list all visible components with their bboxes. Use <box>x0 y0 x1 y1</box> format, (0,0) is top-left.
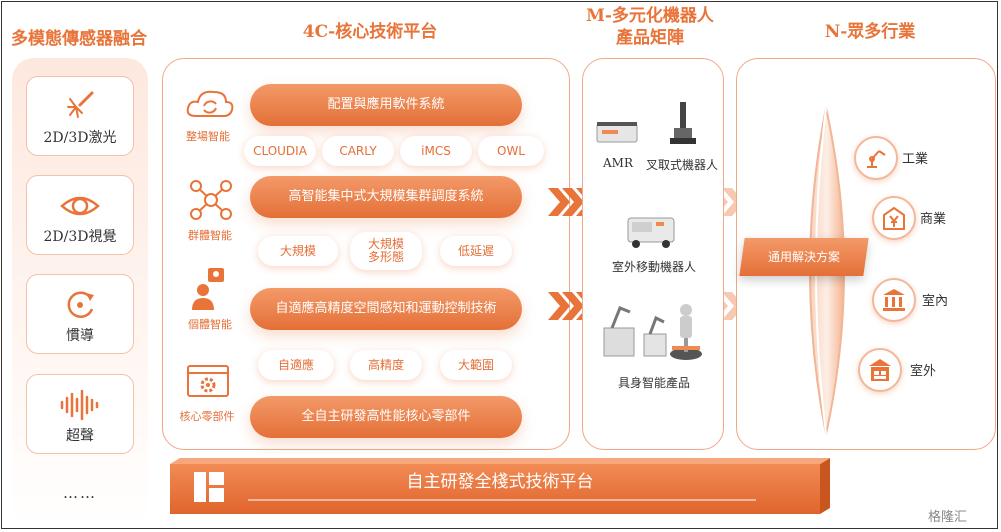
solution-label: 通用解決方案 <box>767 250 840 264</box>
sensor-label: 慣導 <box>66 328 94 344</box>
industry-label: 商業 <box>920 212 947 227</box>
rotation-icon <box>27 285 133 325</box>
product-label-amr: AMR <box>603 156 633 170</box>
side-label: 整場智能 <box>186 130 230 143</box>
laser-icon <box>27 87 133 127</box>
eye-icon <box>27 186 133 226</box>
chip-imcs: iMCS <box>400 136 472 166</box>
side-label: 群體智能 <box>188 229 232 242</box>
pill-label: 高智能集中式大規模集群調度系統 <box>288 189 484 204</box>
sensor-label: 超聲 <box>66 428 94 444</box>
sensors-more: …… <box>63 484 97 502</box>
pill-software-system: 配置與應用軟件系統 <box>250 84 522 126</box>
product-label-outdoor: 室外移動機器人 <box>611 260 696 274</box>
header-industries: N-眾多行業 <box>824 22 916 42</box>
sensor-label: 2D/3D視覺 <box>43 229 117 245</box>
amr-robot-image <box>596 118 638 150</box>
person-idea-icon <box>190 266 230 316</box>
warehouse-icon <box>858 348 902 392</box>
pill-scheduling-system: 高智能集中式大規模集群調度系統 <box>250 176 522 218</box>
sound-wave-icon <box>27 385 133 425</box>
header-matrix-line2: 產品矩陣 <box>616 28 684 48</box>
stack-icon <box>192 470 226 508</box>
sensor-card-laser: 2D/3D激光 <box>26 76 134 156</box>
footer-bar: 自主研發全棧式技術平台 <box>170 458 830 514</box>
product-label-forklift: 叉取式機器人 <box>645 158 718 172</box>
cloud-sync-icon <box>184 86 236 128</box>
outdoor-robot-image <box>626 214 676 254</box>
pill-perception-control: 自適應高精度空間感知和運動控制技術 <box>250 288 522 330</box>
side-label: 個體智能 <box>188 318 232 331</box>
chip-cloudia: CLOUDIA <box>244 136 316 166</box>
sensor-card-vision: 2D/3D視覺 <box>26 175 134 255</box>
sensor-label: 2D/3D激光 <box>43 130 117 146</box>
header-sensors: 多模態傳感器融合 <box>11 29 147 49</box>
side-label: 核心零部件 <box>179 410 235 423</box>
sensor-card-ultrasound: 超聲 <box>26 374 134 454</box>
chip-high-precision: 高精度 <box>350 350 422 380</box>
chip-multi-form: 大規模 多形態 <box>350 232 422 270</box>
industry-label: 室內 <box>922 294 949 309</box>
building-icon <box>872 278 916 322</box>
chip-carly: CARLY <box>322 136 394 166</box>
sensor-card-imu: 慣導 <box>26 274 134 354</box>
product-label-embodied: 具身智能產品 <box>617 376 690 390</box>
chip-low-latency: 低延遲 <box>440 236 512 266</box>
header-matrix-line1: M-多元化機器人 <box>586 6 714 26</box>
chip-large-scale: 大規模 <box>258 236 338 266</box>
network-icon <box>188 178 234 226</box>
product-panel <box>582 58 724 450</box>
industry-label: 室外 <box>910 364 937 379</box>
chip-owl: OWL <box>478 136 544 166</box>
shop-yen-icon <box>872 196 916 240</box>
pill-label: 全自主研發高性能核心零部件 <box>301 409 471 424</box>
solution-banner: 通用解決方案 <box>739 238 869 276</box>
header-platform: 4C-核心技術平台 <box>302 22 438 42</box>
pill-core-components: 全自主研發高性能核心零部件 <box>250 396 522 438</box>
embodied-robot-image <box>600 298 710 366</box>
chip-wide-range: 大範圍 <box>440 350 512 380</box>
forklift-robot-image <box>668 100 698 150</box>
footer-title: 自主研發全棧式技術平台 <box>406 472 594 492</box>
watermark: 格隆汇 <box>928 510 968 525</box>
gear-screen-icon <box>186 364 230 408</box>
pill-label: 配置與應用軟件系統 <box>327 97 445 112</box>
chip-adaptive: 自適應 <box>258 350 334 380</box>
robot-arm-icon <box>854 136 898 180</box>
industry-label: 工業 <box>902 152 929 167</box>
pill-label: 自適應高精度空間感知和運動控制技術 <box>275 301 497 316</box>
